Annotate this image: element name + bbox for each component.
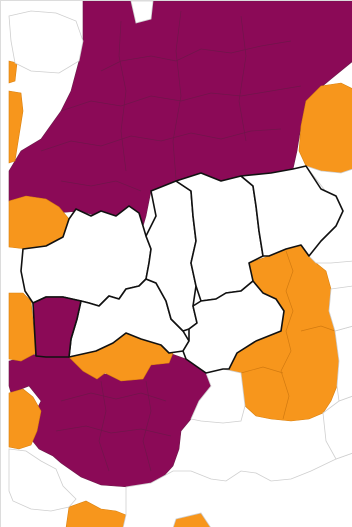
region-white-east-small[interactable] bbox=[334, 325, 352, 402]
orange-regions bbox=[8, 60, 352, 527]
white-regions bbox=[8, 1, 352, 527]
region-orange-west-4[interactable] bbox=[8, 388, 42, 450]
region-orange-west-1[interactable] bbox=[8, 90, 24, 164]
orange-internal-borders bbox=[240, 250, 336, 420]
district-southeast[interactable] bbox=[182, 280, 285, 374]
region-white-north-small[interactable] bbox=[130, 1, 154, 24]
district-southwest[interactable] bbox=[68, 278, 190, 358]
region-white-northwest[interactable] bbox=[8, 10, 84, 74]
district-east[interactable] bbox=[240, 165, 344, 257]
district-purple-enclave[interactable] bbox=[32, 296, 82, 358]
region-white-south-center[interactable] bbox=[122, 452, 352, 527]
purple-regions bbox=[8, 1, 352, 488]
region-orange-southwest[interactable] bbox=[65, 500, 127, 527]
region-white-southwest[interactable] bbox=[8, 448, 77, 512]
region-orange-west-upper[interactable] bbox=[8, 60, 18, 84]
purple-internal-borders bbox=[40, 10, 302, 472]
region-white-right-edge[interactable] bbox=[328, 285, 352, 332]
region-white-lower-small[interactable] bbox=[190, 368, 246, 424]
highlighted-districts bbox=[20, 165, 344, 374]
